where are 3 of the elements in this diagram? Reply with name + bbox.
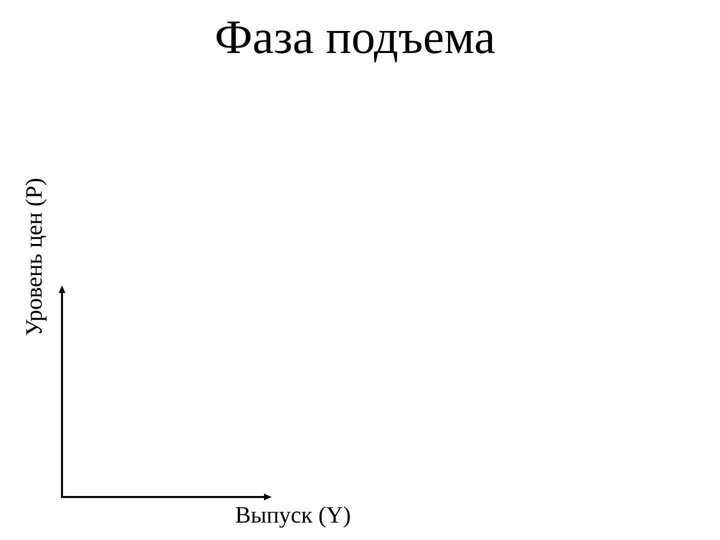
axis-label: Выпуск (Y)	[236, 506, 350, 528]
title: Фаза подъема	[216, 22, 495, 62]
axis-label: Уровень цен (P)	[25, 178, 47, 336]
